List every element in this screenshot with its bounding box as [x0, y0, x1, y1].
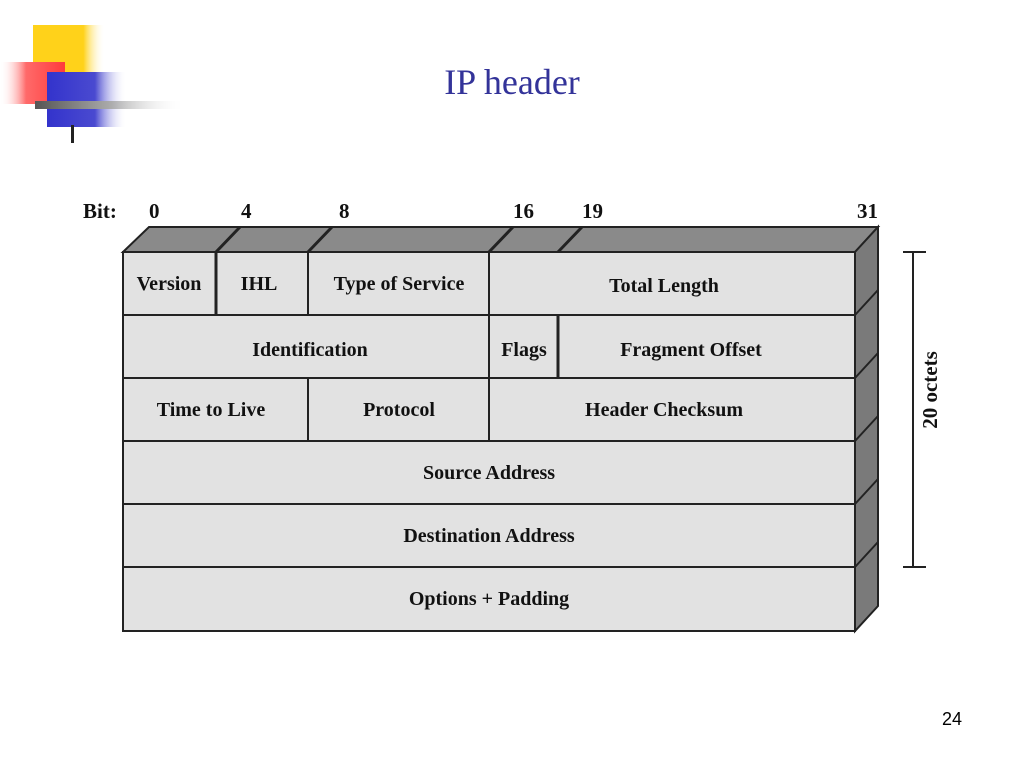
field-fragment-offset: Fragment Offset — [620, 339, 762, 361]
bit-label-8: 8 — [339, 199, 350, 223]
top-divider-16 — [487, 225, 515, 254]
field-ihl: IHL — [241, 273, 278, 295]
deco-blue-square — [47, 72, 127, 127]
field-protocol: Protocol — [363, 399, 435, 421]
page-number: 24 — [941, 709, 962, 729]
field-time-to-live: Time to Live — [157, 399, 266, 421]
field-header-checksum: Header Checksum — [585, 399, 743, 421]
field-options-padding: Options + Padding — [409, 588, 569, 610]
bit-label-4: 4 — [241, 199, 252, 223]
field-flags: Flags — [501, 339, 547, 361]
bit-label-31: 31 — [857, 199, 878, 223]
slide-title: IP header — [444, 62, 580, 102]
deco-gray-line — [35, 101, 185, 109]
bit-prefix-label: Bit: — [83, 199, 117, 223]
field-source-address: Source Address — [423, 462, 555, 484]
bit-label-19: 19 — [582, 199, 603, 223]
top-divider-8 — [306, 225, 334, 254]
side-divider-1 — [854, 289, 879, 316]
top-divider-4 — [214, 225, 242, 254]
side-divider-5 — [854, 541, 879, 568]
field-destination-address: Destination Address — [403, 525, 575, 547]
octets-label: 20 octets — [918, 351, 942, 429]
bit-label-0: 0 — [149, 199, 160, 223]
field-version: Version — [137, 273, 202, 295]
bit-label-16: 16 — [513, 199, 534, 223]
side-divider-3 — [854, 415, 879, 442]
field-total-length: Total Length — [609, 275, 719, 297]
field-identification: Identification — [252, 339, 368, 361]
side-divider-2 — [854, 352, 879, 379]
side-divider-4 — [854, 478, 879, 505]
top-divider-19 — [556, 225, 584, 254]
slide-decoration — [0, 25, 185, 143]
field-type-of-service: Type of Service — [334, 273, 465, 295]
deco-tick — [71, 125, 74, 143]
